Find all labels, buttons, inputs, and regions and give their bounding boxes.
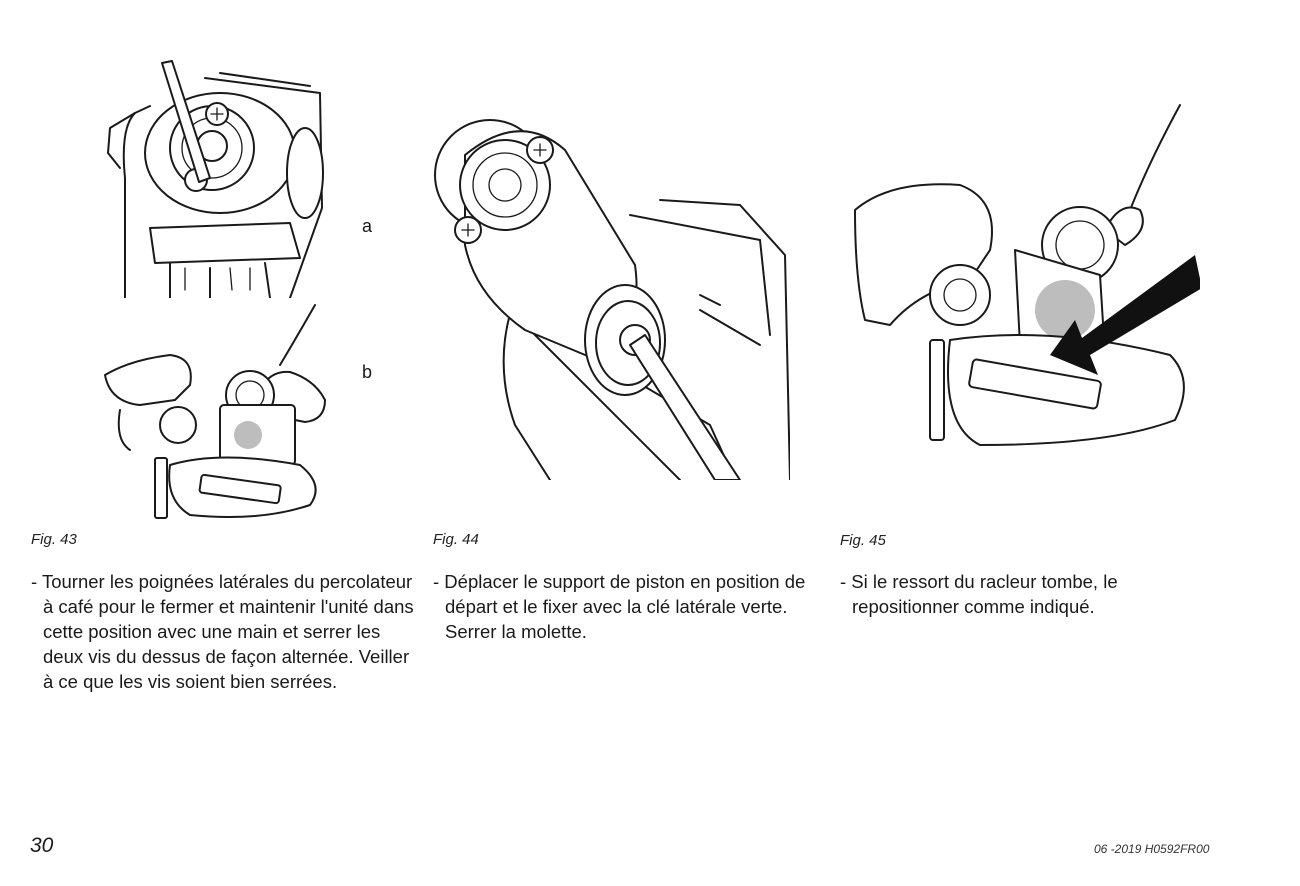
fig45-instruction: - Si le ressort du racleur tombe, le rep… xyxy=(840,571,1118,617)
fig43a-illustration xyxy=(90,58,330,298)
fig44-instruction: - Déplacer le support de piston en posit… xyxy=(433,571,806,642)
page-number: 30 xyxy=(30,834,54,857)
fig43-instruction: - Tourner les poignées latérales du perc… xyxy=(31,571,414,692)
fig45-caption: Fig. 45 xyxy=(840,532,886,549)
sub-label-b: b xyxy=(362,362,373,382)
fig43-caption: Fig. 43 xyxy=(31,531,77,548)
fig43b-illustration xyxy=(100,300,340,528)
fig44-caption: Fig. 44 xyxy=(433,531,479,548)
fig44-illustration xyxy=(430,95,790,480)
sub-label-a: a xyxy=(362,216,373,236)
fig45-illustration xyxy=(850,100,1200,460)
document-reference: 06 -2019 H0592FR00 xyxy=(1094,842,1210,856)
